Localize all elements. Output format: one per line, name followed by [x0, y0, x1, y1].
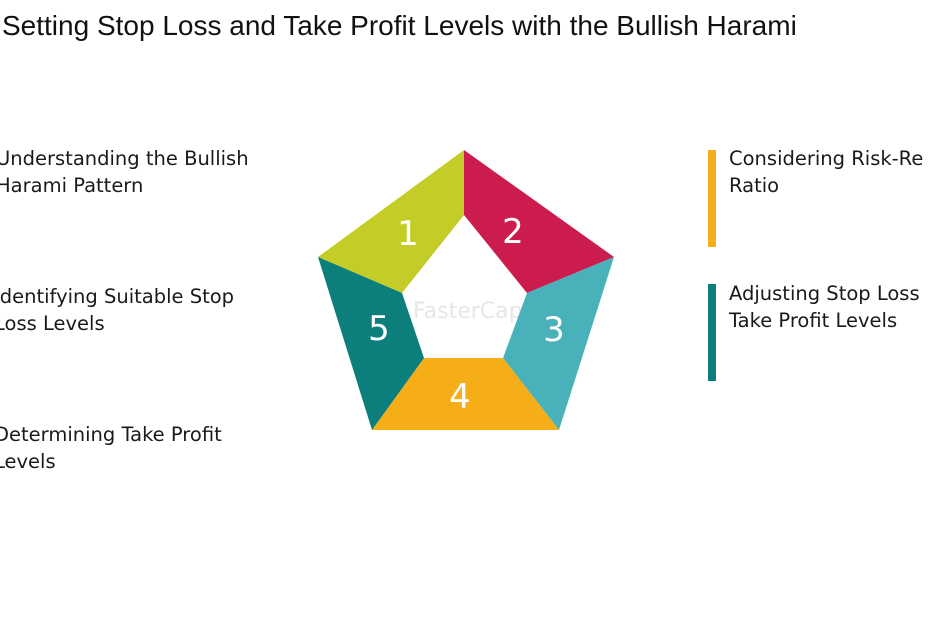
- segment-5: [318, 257, 424, 430]
- step-determining-take-profit: Determining Take Profit Levels: [0, 423, 222, 473]
- page-title: Setting Stop Loss and Take Profit Levels…: [2, 10, 797, 41]
- segment-3: [503, 257, 614, 430]
- segment-3-number: 3: [543, 310, 565, 350]
- segment-2-number: 2: [502, 212, 524, 252]
- step-risk-reward-ratio: Considering Risk-Re Ratio: [729, 147, 924, 197]
- adjusting-levels-accent-bar: [708, 284, 716, 381]
- segment-1-number: 1: [397, 214, 419, 254]
- segment-4: [372, 358, 559, 430]
- segment-5-number: 5: [368, 309, 390, 349]
- step-understanding-pattern: Understanding the Bullish Harami Pattern: [0, 147, 249, 197]
- segment-1: [318, 150, 464, 293]
- segment-2: [464, 150, 614, 293]
- step-identifying-stop-loss: Identifying Suitable Stop Loss Levels: [0, 285, 235, 335]
- segment-4-number: 4: [449, 377, 471, 417]
- step-adjusting-levels: Adjusting Stop Loss Take Profit Levels: [729, 282, 920, 332]
- risk-reward-accent-bar: [708, 150, 716, 247]
